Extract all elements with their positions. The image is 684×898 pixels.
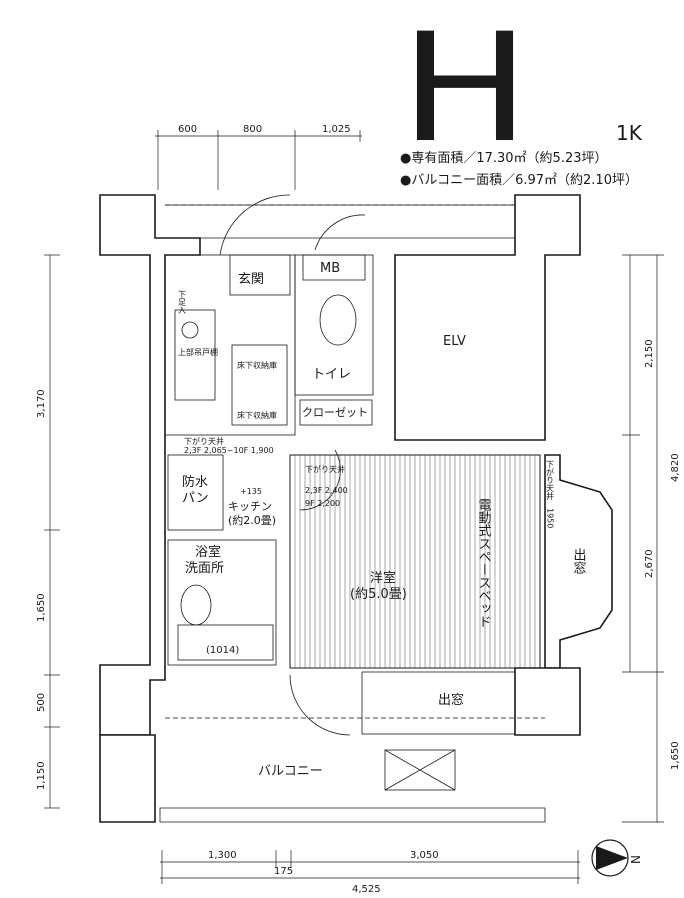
western-room-label-1: 洋室 xyxy=(370,570,396,586)
top-dim-1: 600 xyxy=(178,124,197,135)
underfloor-storage-2: 床下収納庫 xyxy=(237,410,277,420)
underfloor-storage-1: 床下収納庫 xyxy=(237,360,277,370)
exterior-walls xyxy=(99,194,613,823)
waterproof-pan-label-1: 防水 xyxy=(182,474,208,490)
kitchen-label-2: (約2.0畳) xyxy=(228,513,276,527)
bay-window-side-label: 出窓 xyxy=(571,548,587,574)
bottom-dimensions: 1,300 175 3,050 4,525 xyxy=(160,850,580,895)
entrance-label: 玄関 xyxy=(238,272,264,287)
balcony-area-text: ●バルコニー面積／6.97㎡（約2.10坪） xyxy=(400,173,638,188)
mb-label: MB xyxy=(320,261,340,276)
top-dim-3: 1,025 xyxy=(322,124,351,135)
ceiling-note-door-1: 下がり天井 xyxy=(305,464,345,474)
plan-letter: H xyxy=(400,2,530,176)
balcony-label: バルコニー xyxy=(258,764,323,779)
closet-label: クローゼット xyxy=(302,406,368,419)
right-dim-3: 2,670 xyxy=(644,549,655,578)
north-label: N xyxy=(629,855,643,864)
left-dimensions: 3,170 1,650 500 1,150 xyxy=(36,254,60,809)
bottom-dim-2: 175 xyxy=(274,866,293,877)
right-dim-1: 2,150 xyxy=(644,339,655,368)
toilet-label: トイレ xyxy=(312,367,351,382)
right-dim-4: 1,650 xyxy=(670,741,681,770)
interior-walls xyxy=(159,254,546,823)
right-dim-2: 4,820 xyxy=(670,453,681,482)
left-dim-3: 500 xyxy=(36,693,47,712)
compass: N xyxy=(591,839,643,877)
western-room-label-2: (約5.0畳) xyxy=(350,587,407,602)
door-swings xyxy=(219,194,366,736)
top-dim-2: 800 xyxy=(243,124,262,135)
space-bed-label: 電動式スペースベッド xyxy=(476,498,492,628)
lowered-ceiling-right-label: 下がり天井 1950 xyxy=(546,460,555,528)
bottom-dim-3: 3,050 xyxy=(410,850,439,861)
bottom-dim-1: 1,300 xyxy=(208,850,237,861)
right-dimensions: 2,150 4,820 2,670 1,650 xyxy=(622,254,681,823)
north-arrow-icon xyxy=(596,846,628,870)
bay-window-bottom-label: 出窓 xyxy=(438,692,464,708)
bottom-dim-4: 4,525 xyxy=(352,884,381,895)
upper-cabinet-label: 上部吊戸棚 xyxy=(178,347,218,357)
bath-unit-label: (1014) xyxy=(206,645,239,656)
waterproof-pan-label-2: パン xyxy=(182,491,209,506)
western-room-floor xyxy=(289,454,541,669)
top-dimensions: 600 800 1,025 xyxy=(155,124,362,190)
height-mark: +135 xyxy=(240,487,262,496)
bath-label-1: 浴室 xyxy=(195,544,221,560)
bath-label-2: 洗面所 xyxy=(185,561,224,576)
ceiling-note-door-2: 2,3F 2,400 xyxy=(305,486,348,495)
left-dim-2: 1,650 xyxy=(36,593,47,622)
left-dim-1: 3,170 xyxy=(36,389,47,418)
shoe-box-label: 下足入 xyxy=(178,290,187,314)
elv-label: ELV xyxy=(443,334,466,349)
layout-type: 1K xyxy=(616,121,643,145)
private-area-text: ●専有面積／17.30㎡（約5.23坪） xyxy=(400,151,608,166)
ceiling-note-left-2: 2,3F 2,065~10F 1,900 xyxy=(184,446,274,455)
ceiling-note-door-3: 9F 2,200 xyxy=(305,499,340,508)
left-dim-4: 1,150 xyxy=(36,761,47,790)
ceiling-note-left-1: 下がり天井 xyxy=(184,436,224,446)
kitchen-label-1: キッチン xyxy=(228,500,272,513)
